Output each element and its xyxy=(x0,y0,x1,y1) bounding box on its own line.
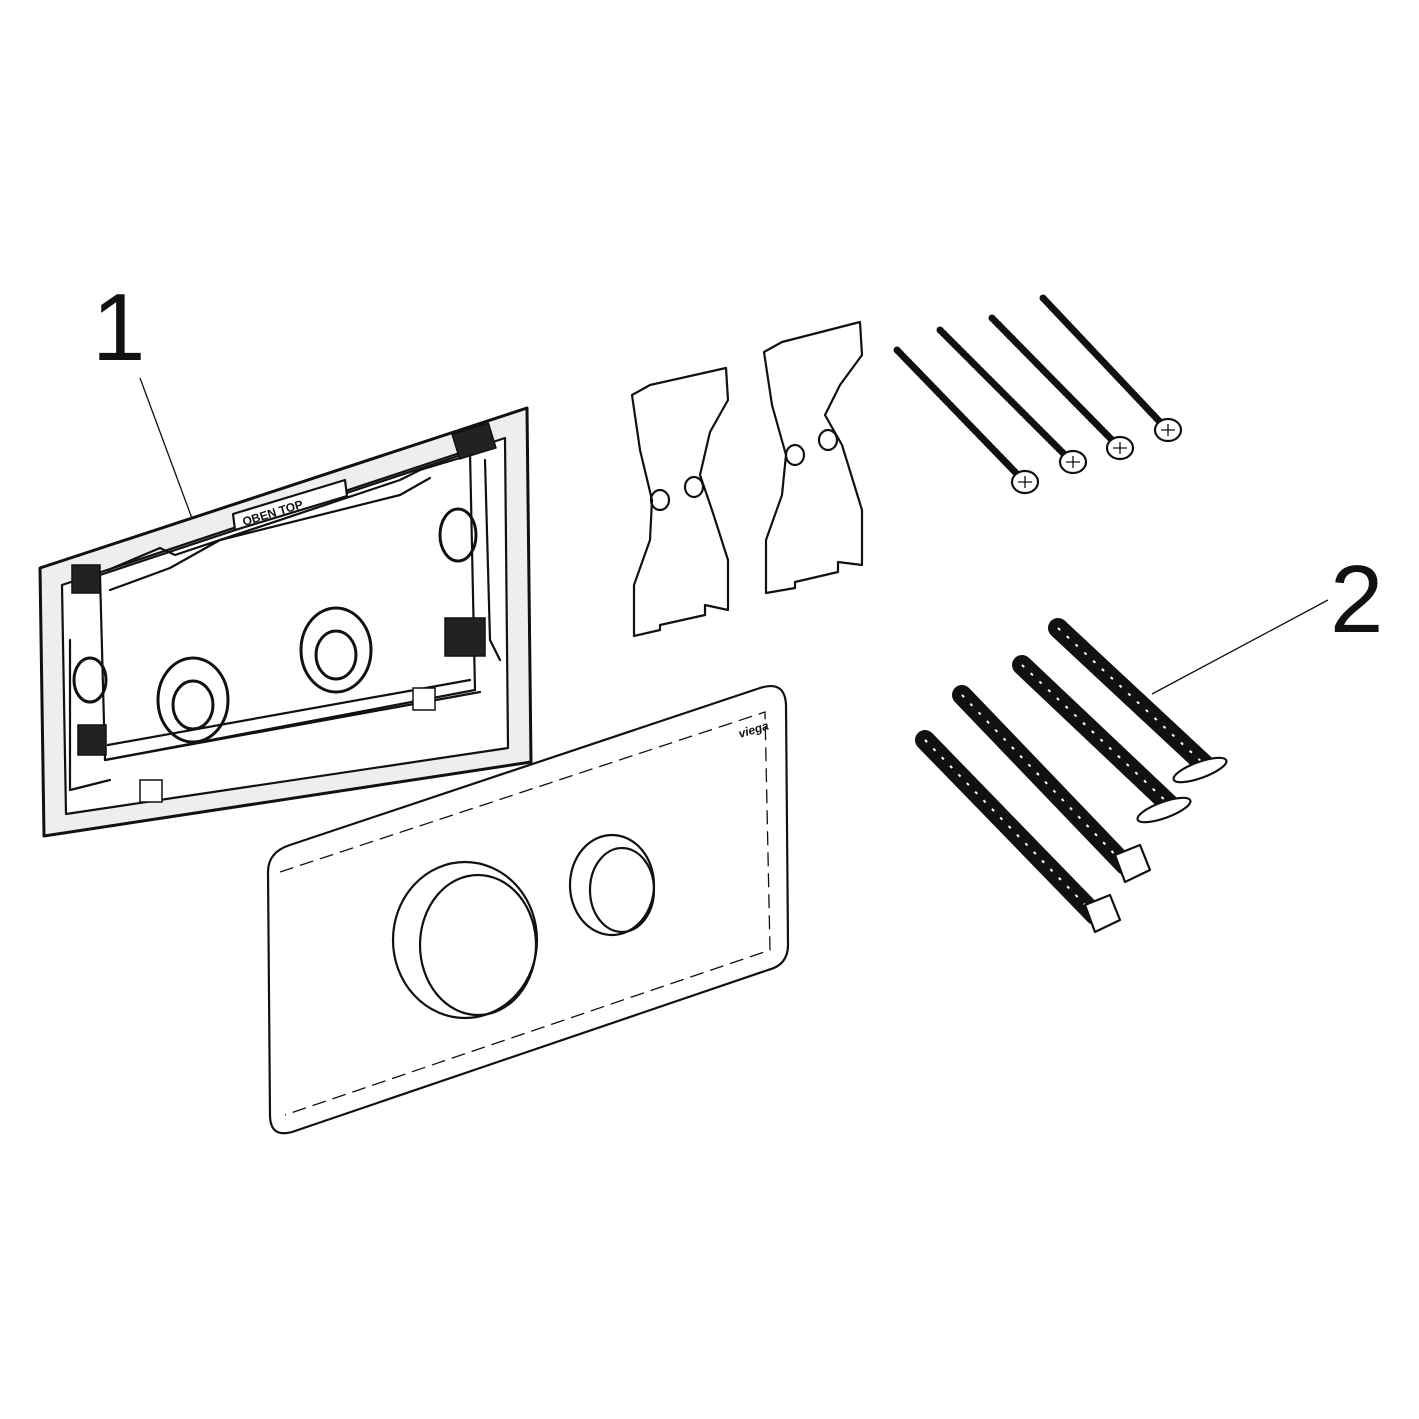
mounting-bracket-right xyxy=(762,320,864,595)
threaded-rod xyxy=(915,730,1122,934)
callout-2: 2 xyxy=(1330,546,1384,653)
flush-button-large xyxy=(391,860,539,1020)
flush-plate: viega xyxy=(266,684,790,1135)
screw xyxy=(988,314,1135,461)
threaded-rods xyxy=(915,618,1228,934)
mounting-bracket-left xyxy=(630,366,730,638)
flush-button-small xyxy=(568,833,656,937)
threaded-rod xyxy=(1012,655,1192,824)
threaded-rod xyxy=(1048,618,1228,784)
screw xyxy=(893,346,1040,495)
callout-1-leader xyxy=(139,377,201,541)
screws xyxy=(893,294,1183,495)
callout-1: 1 xyxy=(92,274,146,381)
callout-2-leader xyxy=(1151,599,1329,695)
threaded-rod xyxy=(952,685,1152,884)
screw xyxy=(1039,294,1183,443)
screw xyxy=(936,326,1088,475)
mounting-frame: OBEN TOP xyxy=(38,406,533,838)
